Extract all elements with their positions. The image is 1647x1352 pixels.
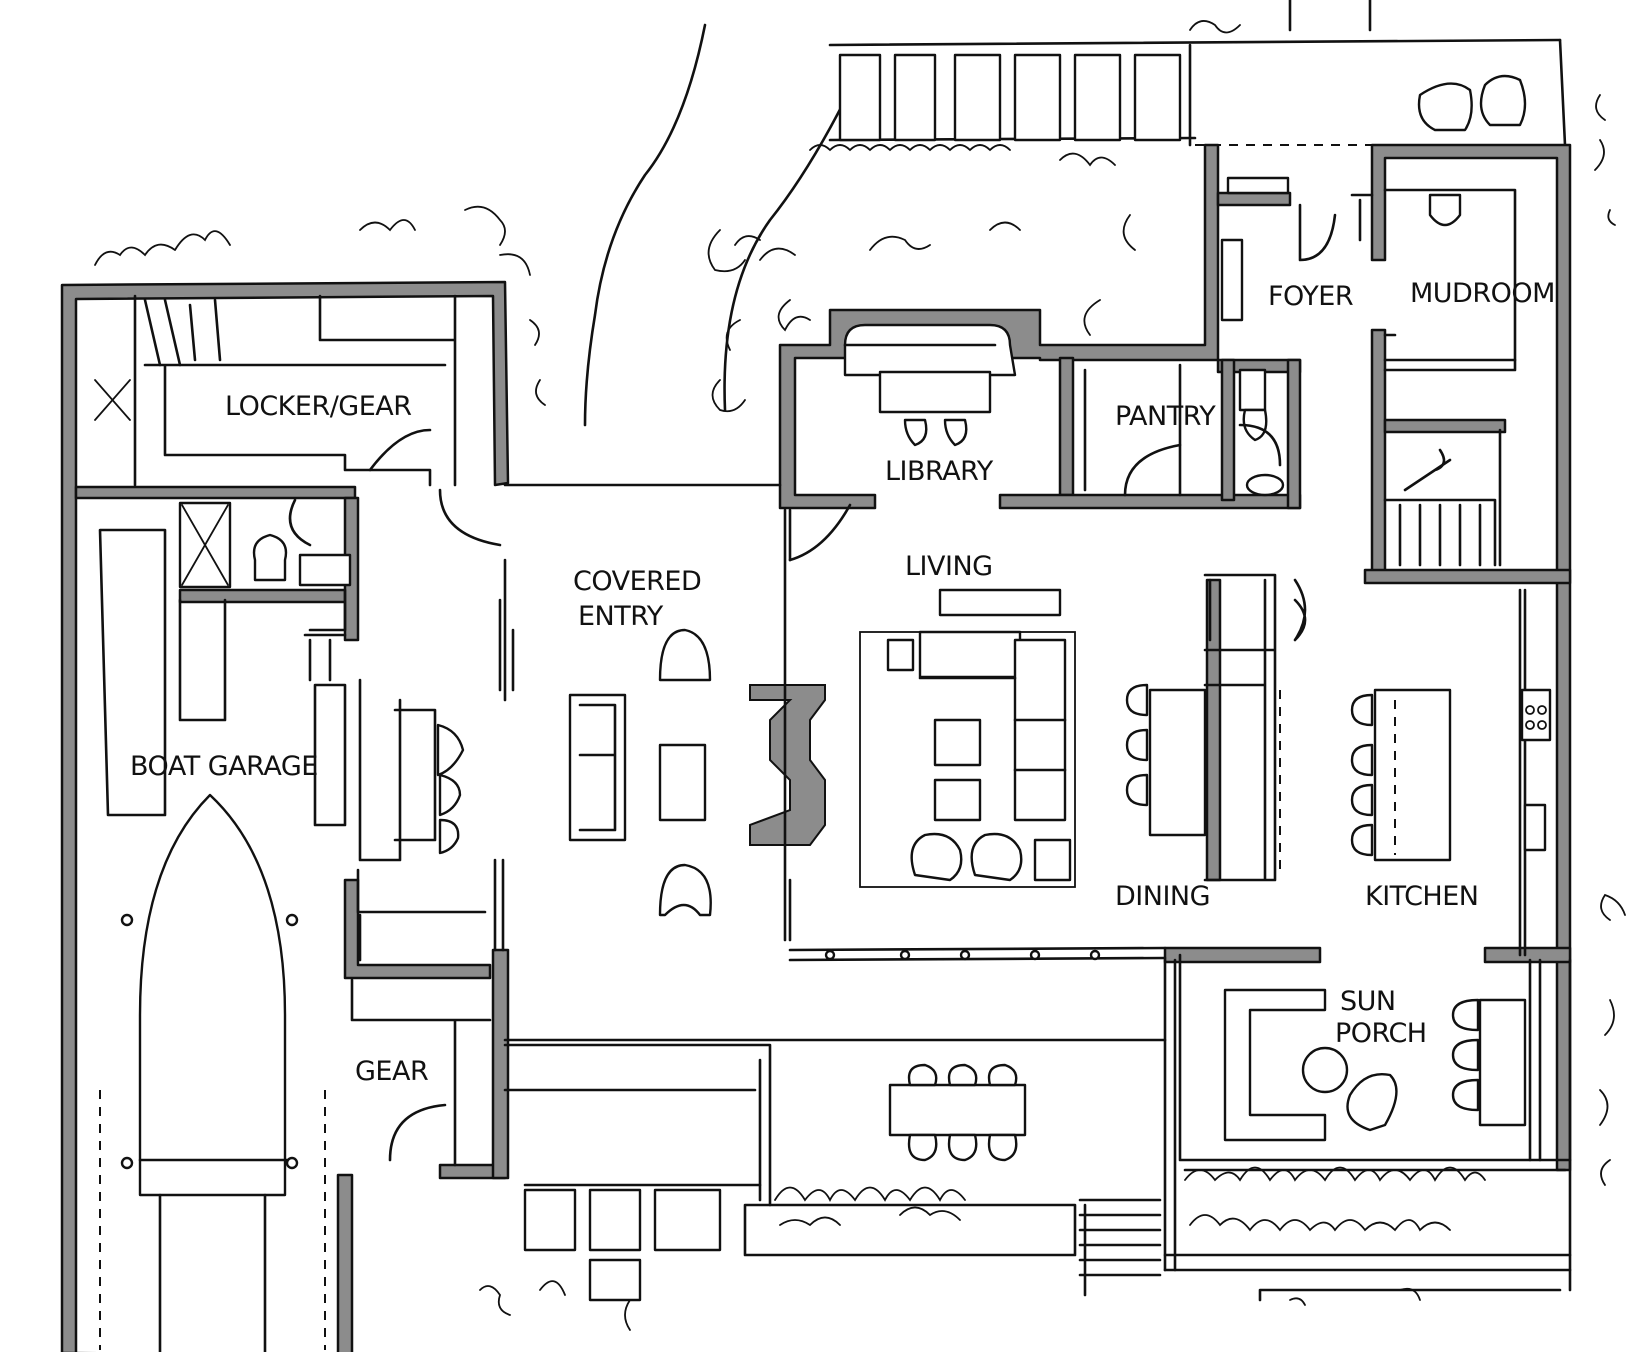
label-locker-gear: LOCKER/GEAR [225, 391, 412, 422]
label-foyer: FOYER [1268, 281, 1353, 312]
landscape-shrubs [94, 20, 1626, 1331]
label-mudroom: MUDROOM [1410, 278, 1555, 309]
interior-lines [94, 176, 1572, 1352]
room-labels: LOCKER/GEAR COVERED ENTRY LIBRARY PANTRY… [130, 278, 1555, 1087]
label-gear: GEAR [355, 1056, 428, 1087]
label-boat-garage: BOAT GARAGE [130, 751, 318, 782]
label-dining: DINING [1115, 881, 1210, 912]
label-living: LIVING [905, 551, 993, 582]
label-sun-porch-2: PORCH [1335, 1018, 1427, 1049]
label-pantry: PANTRY [1115, 401, 1216, 432]
label-sun-porch-1: SUN [1340, 986, 1396, 1017]
label-library: LIBRARY [885, 456, 994, 487]
label-covered-entry-2: ENTRY [578, 601, 664, 632]
label-kitchen: KITCHEN [1365, 881, 1479, 912]
label-covered-entry-1: COVERED [573, 566, 701, 597]
